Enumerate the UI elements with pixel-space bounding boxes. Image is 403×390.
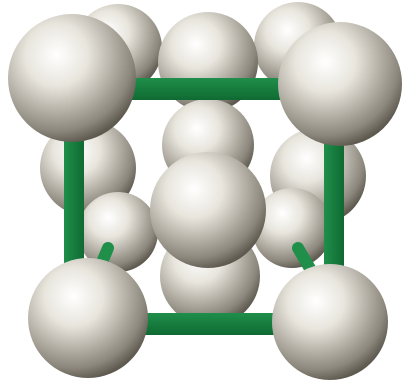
atom-front-bottom-right bbox=[272, 264, 388, 380]
bond-top bbox=[120, 78, 300, 100]
atom-front-face-center bbox=[150, 152, 266, 268]
atom-back-bottom-left bbox=[78, 192, 158, 272]
atom-front-top-right bbox=[278, 22, 402, 146]
atom-front-bottom-left bbox=[28, 258, 148, 378]
atom-back-bottom-right bbox=[252, 188, 332, 268]
front-center bbox=[150, 152, 266, 268]
bond-bottom bbox=[120, 313, 300, 335]
bond-right bbox=[324, 110, 344, 310]
front-corner-atoms bbox=[8, 14, 402, 380]
atom-front-top-left bbox=[8, 14, 136, 142]
